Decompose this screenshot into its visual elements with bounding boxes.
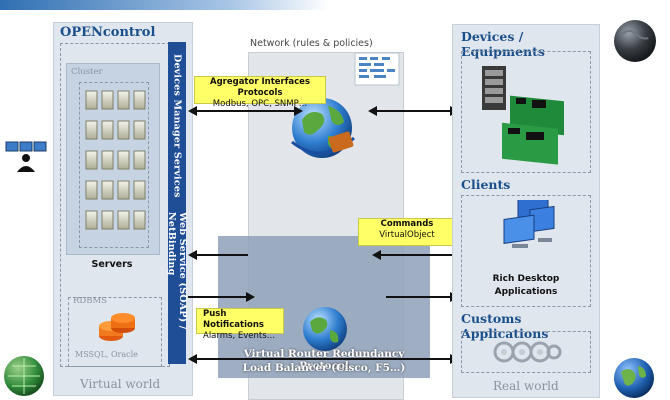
push-notifications-note: Push Notifications Alarms, Events… (196, 308, 284, 341)
virtual-world-label: Virtual world (80, 377, 161, 391)
aggregator-note-title: Agregator Interfaces Protocols (209, 77, 311, 98)
rich-desktop-label-line1: Rich Desktop (492, 274, 560, 284)
rdbms-box: RDBMS MSSQL, Oracle (68, 296, 162, 367)
commands-arrow-line-left (196, 254, 248, 256)
clients-box: Rich Desktop Applications (461, 195, 591, 307)
real-world-label: Real world (493, 379, 559, 393)
server-rack-group (85, 90, 146, 230)
network-title: Network (rules & policies) (250, 38, 373, 49)
arrowhead-left (368, 106, 377, 116)
rdbms-label: RDBMS (73, 296, 107, 306)
commands-arrow-line-right (380, 254, 460, 256)
real-world-panel: Devices / Equipments Clients Rich Deskto… (452, 24, 600, 398)
commands-note-title: Commands (380, 219, 434, 229)
cluster-label: Cluster (71, 67, 103, 77)
arrowhead-left (188, 354, 197, 364)
arrowhead-right (294, 106, 303, 116)
opencontrol-title: OPENcontrol (60, 25, 156, 40)
services-vertical-bar: Devices Manager Services Web Service (SO… (166, 42, 188, 364)
commands-note-subtitle: VirtualObject (379, 230, 435, 240)
devices-manager-services-label: Devices Manager Services (171, 54, 183, 198)
aggregator-note-subtitle: Modbus, OPC, SNMP… (212, 99, 308, 109)
cluster-servers-frame (79, 82, 149, 248)
desktop-computers-icon (503, 200, 555, 248)
push-arrow-line-right (386, 296, 450, 298)
clients-title: Clients (461, 177, 511, 192)
aggregator-protocols-note: Agregator Interfaces Protocols Modbus, O… (194, 76, 326, 109)
mssql-label: MSSQL, Oracle (75, 350, 138, 359)
commands-note: Commands VirtualObject (358, 218, 456, 246)
arrowhead-left (188, 250, 197, 260)
aggregator-arrow-line (196, 110, 296, 112)
arrowhead-right (246, 292, 255, 302)
customs-box (461, 331, 591, 373)
cluster-box: Cluster (66, 63, 160, 255)
rules-document-icon (354, 52, 400, 86)
devices-arrow-line (376, 110, 450, 112)
arrowhead-left (372, 250, 381, 260)
network-globe-icon (291, 98, 355, 158)
vrrp-label-line1: Virtual Router Redundancy Protocol (243, 348, 405, 372)
vrrp-label-line2: Load Balancer (Cisco, F5…) (242, 362, 406, 374)
web-service-label: Web Service (SOAP) / NetBinding (166, 212, 188, 330)
push-note-title: Push Notifications (203, 309, 264, 330)
customs-applications-title: Customs Applications (461, 311, 549, 341)
database-icon (99, 313, 135, 341)
globe-bottom-left-icon (4, 356, 44, 396)
gears-icon (493, 341, 562, 363)
devices-box (461, 51, 591, 173)
vrrp-arrow-line (196, 358, 450, 360)
arrowhead-left (188, 106, 197, 116)
servers-label: Servers (91, 259, 133, 270)
globe-top-right-icon (614, 20, 656, 62)
globe-bottom-right-icon (614, 358, 654, 398)
operator-workstation-icon (5, 141, 47, 172)
push-arrow-line-left (188, 296, 248, 298)
load-balancer-globe-icon (303, 307, 347, 351)
load-balancer-box (218, 236, 430, 378)
hardware-device-icon (482, 66, 564, 165)
push-note-subtitle: Alarms, Events… (203, 331, 276, 341)
top-accent-bar (0, 0, 330, 10)
server-icon (85, 90, 146, 230)
rich-desktop-label-line2: Applications (494, 287, 558, 297)
